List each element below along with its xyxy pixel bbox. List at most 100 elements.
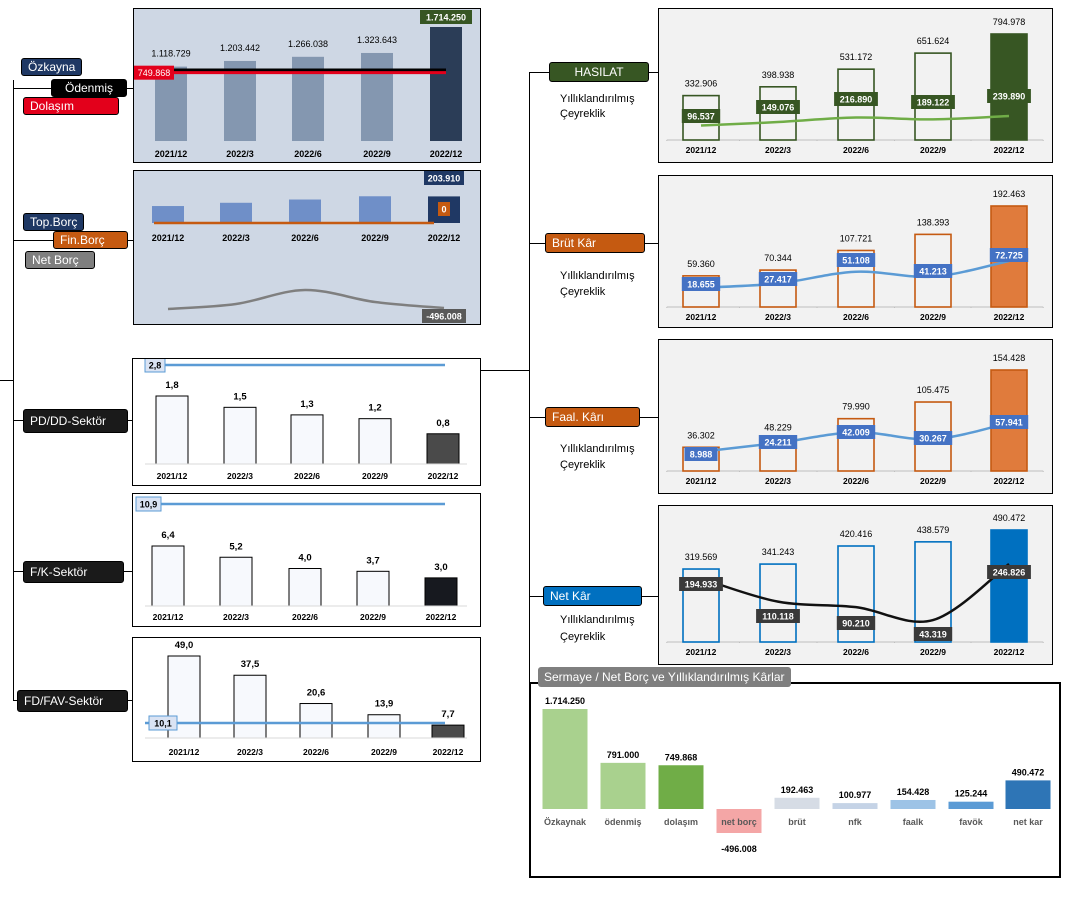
conn-odenmis-panel	[127, 88, 133, 89]
fdfav-sector-label: 10,1	[154, 719, 172, 729]
netkar-quarter-label: 90.210	[842, 619, 870, 629]
netkar-sub-yillik: Yıllıklandırılmış	[560, 614, 635, 626]
brut-category-label: 2022/3	[765, 312, 791, 322]
net-borc-last-label-box	[422, 309, 466, 323]
brut-annual-label: 107.721	[840, 233, 873, 243]
brut-quarter-label-box	[913, 264, 953, 278]
summary-category-label: net kar	[1013, 817, 1043, 827]
tag-fk[interactable]: F/K-Sektör	[23, 561, 124, 583]
tag-brut[interactable]: Brüt Kâr	[545, 233, 645, 253]
brut-category-label: 2022/12	[994, 312, 1025, 322]
fk-category-label: 2022/12	[426, 612, 457, 622]
fdfav-category-label: 2022/3	[237, 747, 263, 757]
conn-brut-panel	[645, 243, 658, 244]
brut-sub-yillik: Yıllıklandırılmış	[560, 270, 635, 282]
tag-hasilat[interactable]: HASILAT	[549, 62, 649, 82]
debt-category-label: 2022/9	[361, 233, 389, 243]
summary-bar	[832, 803, 878, 809]
tag-fdfav[interactable]: FD/FAV-Sektör	[17, 690, 128, 712]
tag-odenmis[interactable]: Ödenmiş	[51, 79, 127, 97]
hasilat-quarter-line	[700, 114, 1010, 127]
summary-value-label: 1.714.250	[545, 696, 585, 706]
conn-netkar-panel	[642, 596, 658, 597]
faal-annual-bar	[837, 417, 875, 472]
tag-fin-borc[interactable]: Fin.Borç	[53, 231, 128, 249]
brut-quarter-label-box	[681, 277, 721, 291]
netkar-sub-ceyrek: Çeyreklik	[560, 631, 606, 643]
branch-fdfav	[13, 700, 17, 701]
tree-stub-left	[0, 380, 14, 381]
hasilat-annual-bar	[990, 33, 1028, 141]
tag-dolasim[interactable]: Dolaşım	[23, 97, 119, 115]
brut-annual-label: 70.344	[764, 253, 792, 263]
pddd-category-label: 2022/3	[227, 471, 253, 481]
faal-category-label: 2021/12	[686, 476, 717, 486]
equity-category-label: 2021/12	[155, 149, 188, 159]
netkar-category-label: 2022/12	[994, 647, 1025, 657]
brut-quarter-label-box	[836, 253, 876, 267]
tag-ozkayna[interactable]: Özkayna	[21, 58, 83, 76]
pddd-value-label: 1,3	[300, 399, 313, 410]
summary-chart: 1.714.250Özkaynak791.000ödenmiş749.868do…	[542, 696, 1051, 854]
fdfav-bar	[431, 724, 465, 739]
faal-annual-label: 154.428	[993, 353, 1026, 363]
equity-bar	[224, 60, 256, 142]
fk-bar	[356, 570, 390, 607]
faal-annual-label: 48.229	[764, 422, 792, 432]
faal-quarter-label: 24.211	[764, 438, 791, 448]
summary-bar	[600, 762, 646, 809]
fk-value-label: 3,7	[366, 555, 379, 566]
netkar-quarter-label-box	[913, 627, 953, 641]
branch-finborc	[13, 240, 53, 241]
tag-top-borc[interactable]: Top.Borç	[23, 213, 85, 231]
brut-category-label: 2022/6	[843, 312, 869, 322]
fk-category-label: 2021/12	[153, 612, 184, 622]
hasilat-quarter-label-box	[987, 89, 1031, 103]
netkar-annual-label: 319.569	[685, 552, 718, 562]
fdfav-category-label: 2021/12	[169, 747, 200, 757]
netkar-quarter-label-box	[756, 609, 800, 623]
fk-bar	[288, 568, 322, 607]
hasilat-category-label: 2022/3	[765, 145, 791, 155]
hasilat-category-label: 2022/9	[920, 145, 946, 155]
debt-category-label: 2022/6	[291, 233, 319, 243]
summary-bar	[1005, 780, 1051, 809]
summary-category-label: ödenmiş	[604, 817, 641, 827]
faal-annual-label: 79.990	[842, 402, 870, 412]
summary-value-label: -496.008	[721, 844, 757, 854]
netkar-quarter-label: 194.933	[685, 580, 718, 590]
fin-borc-last-label-box	[438, 202, 450, 216]
conn-pddd-panel	[128, 420, 132, 421]
summary-category-label: faalk	[903, 817, 925, 827]
top-borc-last-label-box	[424, 171, 464, 185]
tag-pddd[interactable]: PD/DD-Sektör	[23, 409, 128, 433]
equity-category-label: 2022/9	[363, 149, 391, 159]
tag-faal[interactable]: Faal. Kârı	[545, 407, 640, 427]
pddd-bar	[290, 414, 324, 465]
fdfav-sector-box	[148, 715, 178, 731]
summary-bar	[774, 797, 820, 809]
equity-last-label-box	[420, 10, 472, 24]
summary-value-label: 125.244	[955, 789, 988, 799]
branch-faal	[529, 417, 545, 418]
faal-annual-label: 36.302	[687, 430, 715, 440]
pddd-bar	[426, 433, 460, 465]
fdfav-value-label: 37,5	[241, 659, 260, 670]
fk-bar	[424, 577, 458, 607]
tag-netkar[interactable]: Net Kâr	[543, 586, 642, 606]
faal-category-label: 2022/3	[765, 476, 791, 486]
brut-quarter-line	[700, 259, 1010, 290]
fk-category-label: 2022/3	[223, 612, 249, 622]
brut-annual-bar	[759, 269, 797, 308]
summary-category-label: net borç	[721, 817, 757, 827]
tag-net-borc[interactable]: Net Borç	[25, 251, 95, 269]
brut-quarter-label: 27.417	[764, 275, 792, 285]
pddd-value-label: 0,8	[436, 418, 449, 429]
top-borc-last-label: 203.910	[428, 174, 461, 184]
pddd-bar	[155, 395, 189, 465]
fk-sector-label: 10,9	[140, 500, 158, 510]
